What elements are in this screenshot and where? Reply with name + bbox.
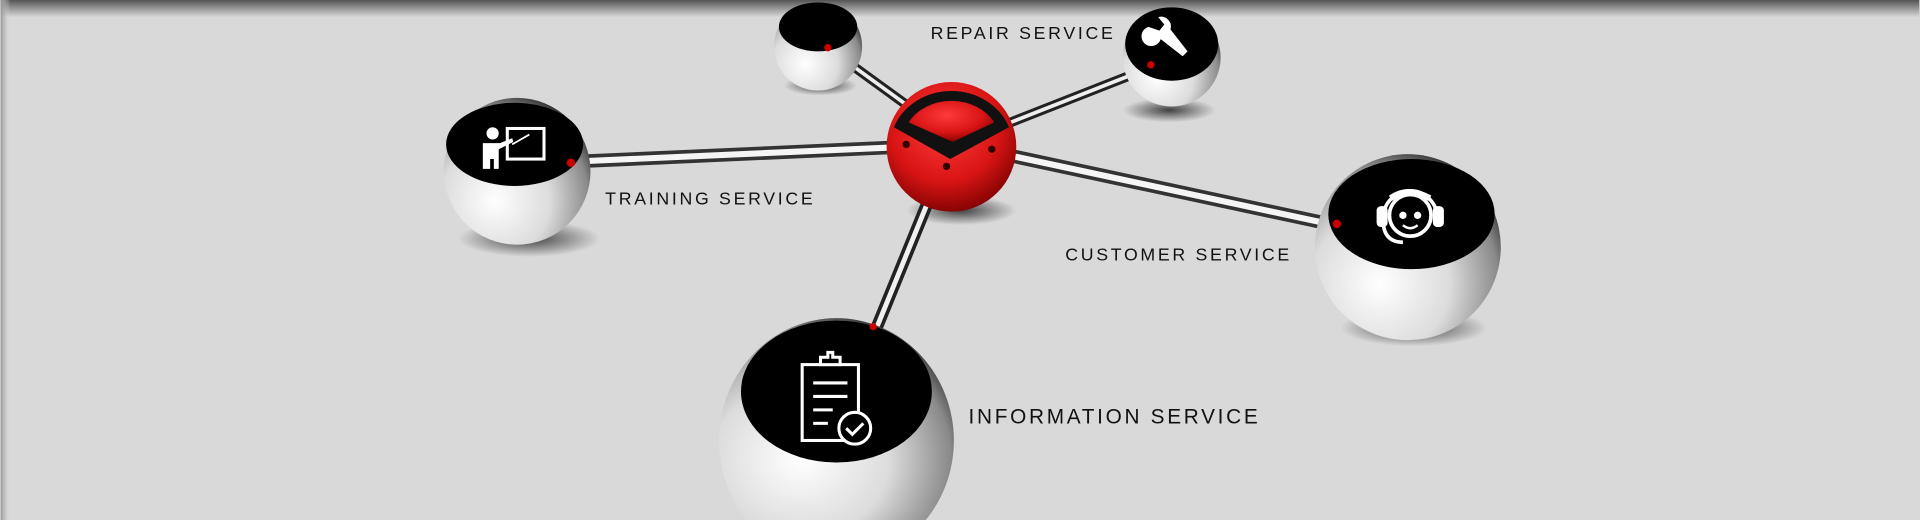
node-information[interactable] (718, 318, 954, 520)
presenter-icon (482, 126, 546, 169)
label-training-service[interactable]: TRAINING SERVICE (605, 188, 815, 208)
left-shadow-bar (0, 0, 11, 520)
headset-agent-icon (1376, 189, 1444, 245)
wrench-icon (1141, 16, 1188, 57)
top-shadow-bar (0, 0, 1920, 18)
label-repair-service[interactable]: REPAIR SERVICE (931, 23, 1116, 43)
node-training[interactable] (443, 97, 591, 245)
label-customer-service[interactable]: CUSTOMER SERVICE (1065, 245, 1292, 265)
node-repair[interactable] (1122, 7, 1221, 107)
hub-sphere (886, 81, 1017, 212)
label-information-service[interactable]: INFORMATION SERVICE (969, 405, 1261, 428)
node-top-left[interactable] (774, 2, 863, 91)
node-customer[interactable] (1314, 154, 1501, 341)
clipboard-check-icon (800, 350, 873, 446)
